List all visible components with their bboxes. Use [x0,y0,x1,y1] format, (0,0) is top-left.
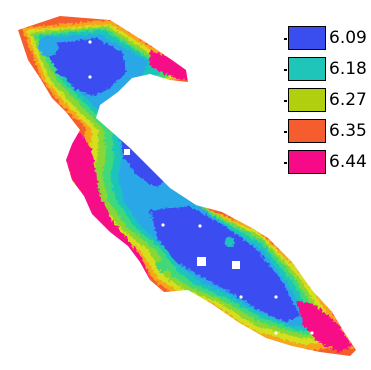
legend-row-4: 6.35 [284,119,371,145]
zone-deep-north [46,38,126,96]
legend-label-4: 6.35 [329,121,367,141]
sample-marker [124,149,130,155]
cold-spot-1 [38,36,58,56]
legend-row-5: 6.44 [284,150,371,176]
legend-tick [284,100,287,102]
sample-marker [197,257,206,266]
legend-swatch-2 [288,57,326,81]
legend-row-3: 6.27 [284,88,371,114]
legend-label-5: 6.44 [329,152,367,172]
legend-tick [284,69,287,71]
cold-spot-2 [56,64,68,76]
warm-spot-2 [225,237,235,247]
legend-label-2: 6.18 [329,59,367,79]
legend-swatch-3 [288,88,326,112]
legend-tick [284,38,287,40]
legend-tick [284,162,287,164]
south-shore-high [296,300,352,352]
legend-label-3: 6.27 [329,90,367,110]
legend-swatch-5 [288,150,326,174]
legend-swatch-4 [288,119,326,143]
west-shore-high [66,132,150,280]
legend-tick [284,131,287,133]
legend-row-2: 6.18 [284,57,371,83]
zone-deep-south [150,206,300,322]
sample-marker [232,261,240,269]
northeast-arm [150,50,190,80]
sample-point [198,224,202,228]
legend-row-1: 6.09 [284,26,371,52]
legend-swatch-1 [288,26,326,50]
sample-point [239,295,243,299]
warm-spot-1 [156,260,168,272]
sample-point [88,40,92,44]
sample-points [88,40,314,335]
sample-point [161,223,165,227]
sample-point [88,75,92,79]
legend-label-1: 6.09 [329,28,367,48]
sample-point [310,331,314,335]
sample-point [274,295,278,299]
sample-point [274,331,278,335]
